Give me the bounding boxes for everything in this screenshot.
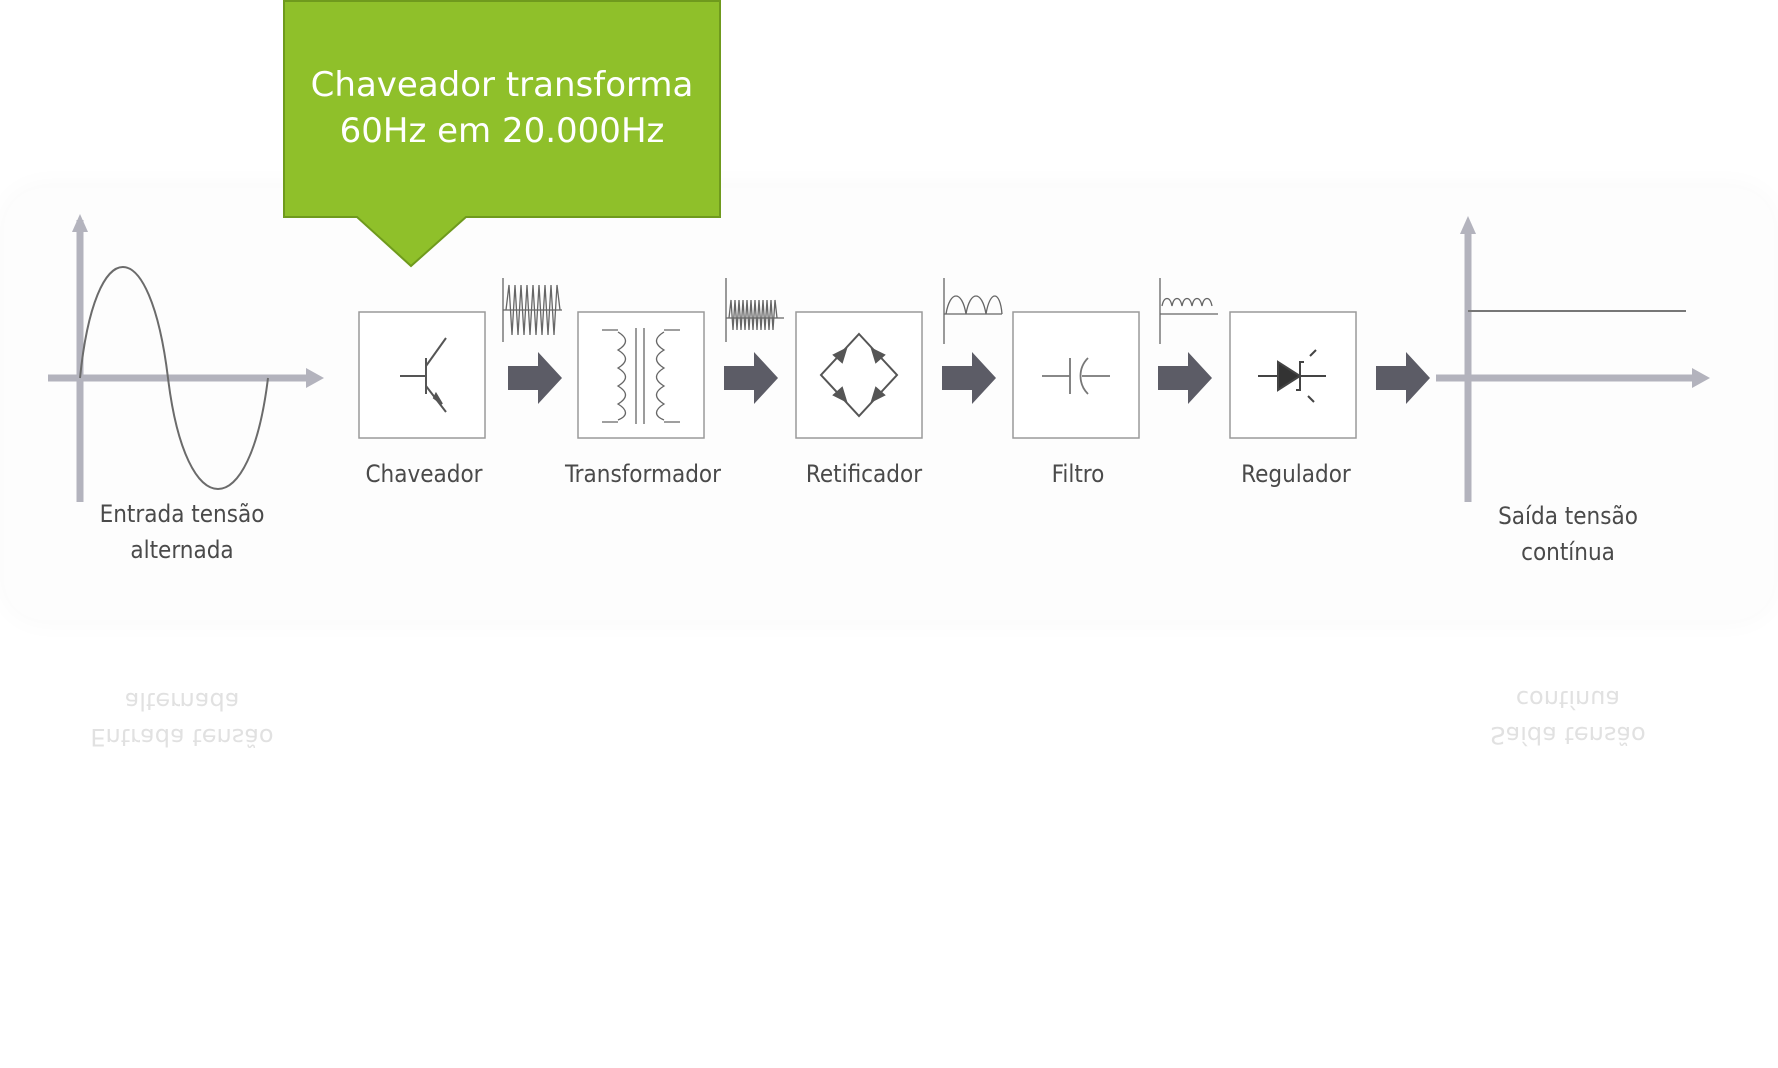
callout-line2: 60Hz em 20.000Hz (339, 111, 665, 151)
stage-box-regulador (1229, 311, 1357, 439)
label-reflection: Entrada tensão alternada Saída tensão co… (90, 685, 1645, 751)
output-dc-graph (1436, 216, 1710, 502)
rectified-wave-icon (943, 278, 1003, 344)
stage-label: Filtro (1052, 460, 1105, 488)
input-label-line2: alternada (130, 536, 233, 564)
ripple-wave-icon (1159, 278, 1218, 344)
flow-arrow-icon (942, 352, 996, 404)
svg-text:Saída tensão: Saída tensão (1490, 721, 1645, 749)
zener-diode-icon (1258, 349, 1326, 403)
output-y-axis-arrow-icon (1460, 216, 1476, 234)
pulse-wave-icon (725, 278, 784, 342)
flow-arrow-icon (1158, 352, 1212, 404)
callout-line1: Chaveador transforma (310, 65, 694, 105)
transformer-icon (602, 328, 680, 424)
flow-arrow-icon (1376, 352, 1430, 404)
flow-arrow-icon (724, 352, 778, 404)
svg-text:Entrada tensão: Entrada tensão (90, 723, 273, 751)
input-ac-graph (48, 214, 324, 502)
input-y-axis-arrow-icon (72, 214, 88, 232)
diode-bridge-icon (819, 332, 899, 418)
stage-box-retificador (795, 311, 923, 439)
output-x-axis-arrow-icon (1692, 368, 1710, 388)
sine-wave-icon (79, 266, 269, 490)
flow-arrow-icon (508, 352, 562, 404)
transistor-icon (400, 337, 447, 413)
callout-text: Chaveador transforma 60Hz em 20.000Hz (283, 62, 721, 154)
input-label-line1: Entrada tensão (100, 500, 265, 528)
output-label-line2: contínua (1521, 538, 1615, 566)
stage-label: Transformador (564, 460, 721, 488)
svg-text:alternada: alternada (125, 687, 240, 715)
callout-pointer (283, 0, 721, 268)
stage-box-filtro (1012, 311, 1140, 439)
stage-label: Chaveador (365, 460, 482, 488)
capacitor-icon (1042, 357, 1110, 395)
input-x-axis-arrow-icon (306, 368, 324, 388)
svg-text:contínua: contínua (1516, 685, 1620, 713)
output-label-line1: Saída tensão (1498, 502, 1638, 530)
stage-label: Retificador (806, 460, 922, 488)
stage-box-transformador (577, 311, 705, 439)
high-frequency-wave-icon (502, 278, 562, 342)
stage-label: Regulador (1241, 460, 1351, 488)
